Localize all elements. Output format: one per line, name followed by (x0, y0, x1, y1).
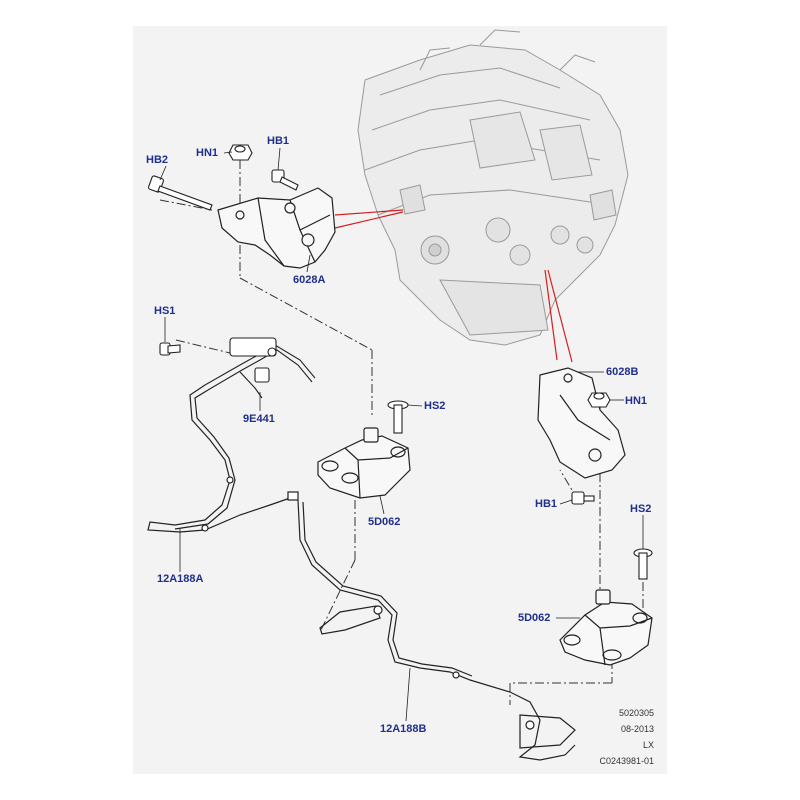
label-hs2-center: HS2 (424, 400, 446, 412)
label-hb1-right: HB1 (535, 498, 558, 510)
label-hn1-right: HN1 (625, 395, 648, 407)
engine-mount-5d062-center (317, 427, 411, 499)
label-5d062-center: 5D062 (368, 516, 401, 528)
label-6028b: 6028B (606, 366, 639, 378)
label-hb1-top: HB1 (267, 135, 290, 147)
label-12a188a: 12A188A (157, 573, 204, 585)
hose-12a188b (297, 499, 576, 761)
label-6028a: 6028A (293, 274, 326, 286)
illustration-number: 5020305 (618, 708, 654, 718)
illustration-reference: C0243981-01 (599, 756, 654, 766)
label-9e441: 9E441 (243, 413, 275, 425)
illustration-model: LX (642, 740, 654, 750)
assembly-centerlines (159, 160, 644, 705)
bolt-hb1-right (571, 491, 595, 505)
label-hs1: HS1 (154, 305, 176, 317)
engine-mount-5d062-right (559, 589, 653, 666)
nut-hn1-left (228, 144, 253, 161)
bracket-6028b (537, 367, 626, 479)
label-12a188b: 12A188B (380, 723, 427, 735)
label-hs2-right: HS2 (630, 503, 652, 515)
label-hn1-left: HN1 (196, 147, 219, 159)
stud-hs2-center (387, 400, 409, 434)
hose-12a188a (147, 384, 299, 533)
label-hb2: HB2 (146, 154, 169, 166)
bracket-6028a (217, 187, 336, 269)
red-leader-lines (334, 209, 573, 363)
illustration-date: 08-2013 (620, 724, 654, 734)
pipe-assembly-9e441 (204, 337, 316, 399)
nut-hn1-right (587, 392, 611, 408)
stud-hs1 (159, 342, 181, 356)
stud-hs2-right (633, 548, 653, 580)
bolt-hb2 (147, 175, 213, 211)
bolt-hb1-top (271, 169, 299, 191)
engine-block-drawing (357, 29, 629, 346)
label-5d062-right: 5D062 (518, 612, 551, 624)
